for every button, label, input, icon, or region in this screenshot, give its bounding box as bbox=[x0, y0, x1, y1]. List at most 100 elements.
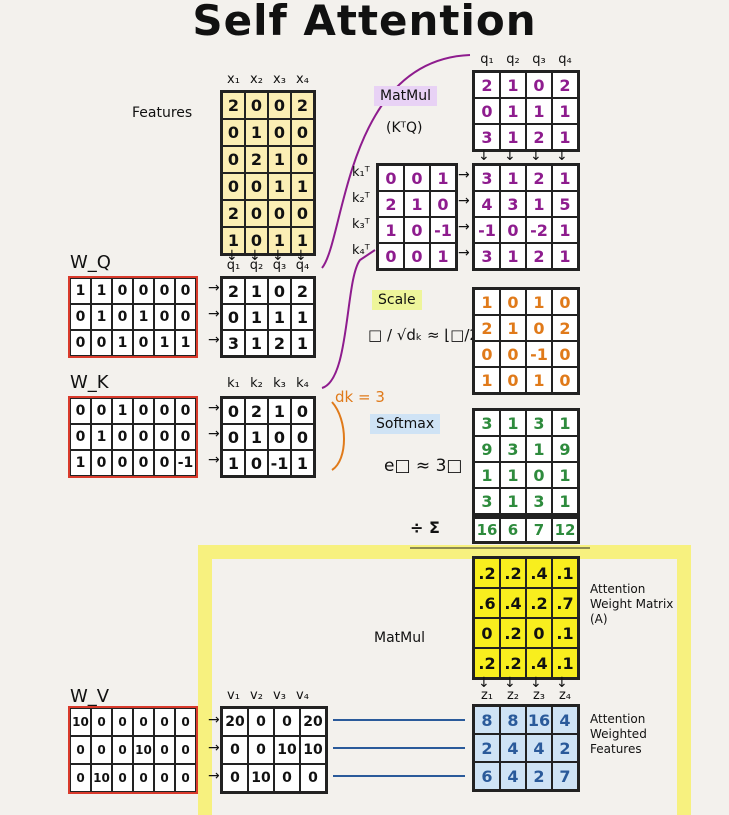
matrix-cell: 1 bbox=[404, 191, 430, 217]
matrix-cell: 1 bbox=[268, 227, 291, 254]
connector-line bbox=[331, 401, 345, 471]
softmax-formula: e□ ≈ 3□ bbox=[384, 456, 463, 476]
scale-formula: □ / √dₖ ≈ ⌊□/2⌋ bbox=[368, 326, 485, 344]
matrix-cell: 1 bbox=[291, 330, 314, 356]
matrix-cell: 1 bbox=[222, 227, 245, 254]
matrix-cell: 1 bbox=[245, 304, 268, 330]
matrix-cell: 0 bbox=[300, 764, 326, 792]
matrix-cell: -1 bbox=[175, 450, 196, 476]
down-arrow-icon: ↓ bbox=[226, 248, 238, 264]
matrix-cell: 1 bbox=[500, 488, 526, 514]
matrix-cell: 1 bbox=[500, 72, 526, 98]
matrix-cell: 4 bbox=[552, 706, 578, 734]
down-arrow-icon: ↓ bbox=[556, 675, 568, 691]
matrix-cell: 2 bbox=[552, 734, 578, 762]
matrix-cell: 0 bbox=[91, 708, 112, 736]
matrix-cell: 2 bbox=[291, 278, 314, 304]
row-header: k₃ᵀ bbox=[352, 217, 370, 232]
matrix-cell: 0 bbox=[154, 398, 175, 424]
matrix-cell: .4 bbox=[500, 588, 526, 618]
matrix-cell: 1 bbox=[91, 304, 112, 330]
matrix-cell: 3 bbox=[474, 124, 500, 150]
matrix-cell: 20 bbox=[222, 708, 248, 736]
matrix-cell: 0 bbox=[552, 289, 578, 315]
matrix-cell: 3 bbox=[222, 330, 245, 356]
matrix-cell: 0 bbox=[248, 736, 274, 764]
matrix-cell: .7 bbox=[552, 588, 578, 618]
right-arrow-icon: → bbox=[208, 452, 220, 468]
right-arrow-icon: → bbox=[208, 332, 220, 348]
right-arrow-icon: → bbox=[208, 400, 220, 416]
matrix-cell: 0 bbox=[222, 764, 248, 792]
matmul-label: MatMul bbox=[374, 86, 437, 106]
sum-cell: 6 bbox=[500, 518, 526, 542]
matrix-cell: 10 bbox=[300, 736, 326, 764]
matrix-cell: 2 bbox=[245, 398, 268, 424]
column-header: q₂ bbox=[506, 52, 520, 67]
sum-cell: 7 bbox=[526, 518, 552, 542]
matrix-cell: 0 bbox=[91, 330, 112, 356]
wq-label: W_Q bbox=[70, 252, 111, 273]
matrix-cell: 0 bbox=[500, 367, 526, 393]
matrix-cell: 0 bbox=[112, 278, 133, 304]
sum-label: ÷ Σ bbox=[410, 518, 440, 537]
matrix-cell: 1 bbox=[526, 289, 552, 315]
matrix-cell: 16 bbox=[526, 706, 552, 734]
matrix-cell: 1 bbox=[378, 217, 404, 243]
matrix-cell: 6 bbox=[474, 762, 500, 790]
matrix-cell: 0 bbox=[91, 450, 112, 476]
matrix-cell: 1 bbox=[222, 450, 245, 476]
column-header: k₄ bbox=[296, 376, 309, 391]
sum-cell: 16 bbox=[474, 518, 500, 542]
matrix-cell: 10 bbox=[248, 764, 274, 792]
matrix-cell: .1 bbox=[552, 648, 578, 678]
matrix-cell: 0 bbox=[70, 424, 91, 450]
matrix-cell: 1 bbox=[526, 436, 552, 462]
matrix-cell: 2 bbox=[222, 200, 245, 227]
matrix-cell: 2 bbox=[268, 330, 291, 356]
matrix-cell: 0 bbox=[70, 764, 91, 792]
column-header: v₃ bbox=[273, 688, 286, 703]
matmul2-label: MatMul bbox=[374, 630, 425, 646]
matrix-cell: 0 bbox=[500, 217, 526, 243]
matrix-cell: 0 bbox=[378, 243, 404, 269]
matrix-cell: .4 bbox=[526, 648, 552, 678]
matrix-cell: 0 bbox=[404, 165, 430, 191]
matrix-cell: 0 bbox=[112, 424, 133, 450]
matrix-cell: -1 bbox=[268, 450, 291, 476]
matrix-cell: -1 bbox=[430, 217, 456, 243]
matrix-cell: 0 bbox=[175, 424, 196, 450]
column-header: z₃ bbox=[532, 688, 546, 703]
attention-label: Attention Weight Matrix (A) bbox=[590, 582, 674, 626]
matrix-cell: 0 bbox=[154, 764, 175, 792]
scale-label: Scale bbox=[372, 290, 422, 310]
matrix-cell: 0 bbox=[154, 736, 175, 764]
row-header: k₄ᵀ bbox=[352, 243, 370, 258]
page-title: Self Attention bbox=[192, 0, 537, 45]
column-header: q₂ bbox=[249, 258, 264, 273]
matrix-cell: 0 bbox=[175, 764, 196, 792]
down-arrow-icon: ↓ bbox=[556, 148, 568, 164]
matrix-cell: .4 bbox=[526, 558, 552, 588]
matrix-cell: 10 bbox=[91, 764, 112, 792]
matrix-cell: 1 bbox=[552, 243, 578, 269]
matrix-cell: .2 bbox=[500, 558, 526, 588]
matrix-cell: 0 bbox=[133, 450, 154, 476]
matrix-cell: 1 bbox=[291, 173, 314, 200]
matmul-formula: (KᵀQ) bbox=[386, 120, 423, 136]
matrix-cell: .1 bbox=[552, 558, 578, 588]
matrix-cell: 10 bbox=[133, 736, 154, 764]
right-arrow-icon: → bbox=[208, 426, 220, 442]
matrix-cell: 1 bbox=[526, 367, 552, 393]
matrix-cell: 1 bbox=[112, 398, 133, 424]
matrix-cell: 0 bbox=[154, 424, 175, 450]
